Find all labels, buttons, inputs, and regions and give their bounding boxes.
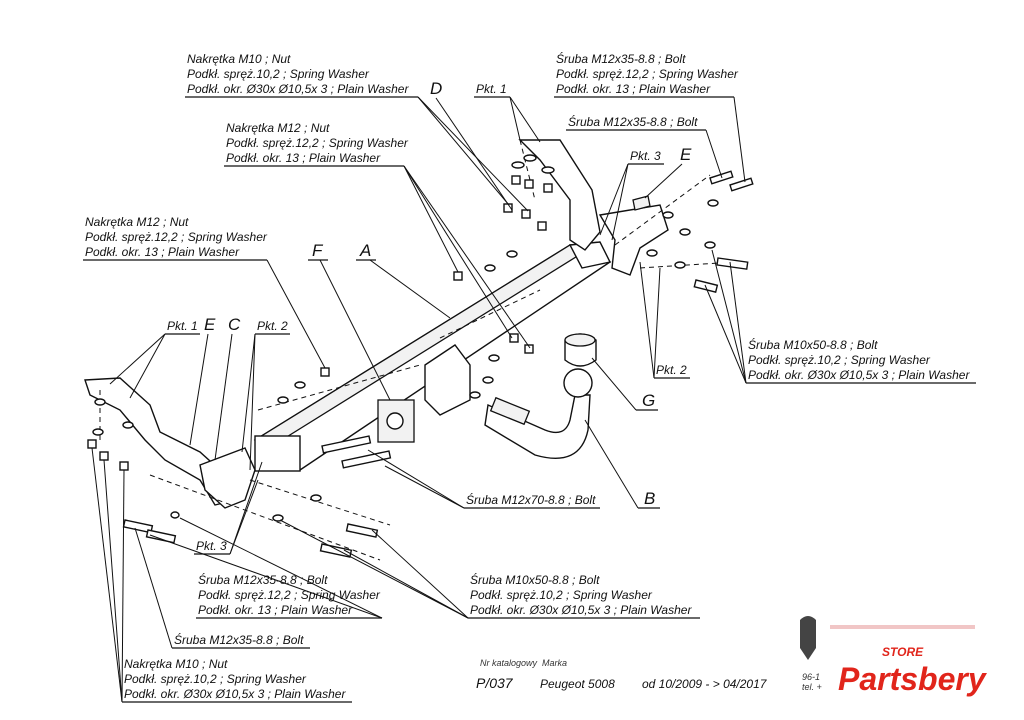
pkt-1-top: Pkt. 1 bbox=[476, 82, 507, 96]
callout-bottom-left-bolt-single: Śruba M12x35-8.8 ; Bolt bbox=[134, 527, 310, 649]
towball-arm-B bbox=[484, 394, 591, 459]
crossbar-end-left bbox=[254, 435, 301, 472]
brand-value: Peugeot 5008 bbox=[540, 677, 615, 691]
pkt-2-left: Pkt. 2 bbox=[257, 319, 288, 333]
callout-top-left-nut-m10: Nakrętka M10 ; Nut Podkł. spręż.10,2 ; S… bbox=[185, 52, 529, 212]
callout-line-1: Nakrętka M12 ; Nut bbox=[226, 121, 330, 135]
callout-line-1: Nakrętka M12 ; Nut bbox=[85, 215, 189, 229]
letter-B: B bbox=[644, 489, 655, 508]
callout-line-3: Podkł. okr. Ø30x Ø10,5x 3 ; Plain Washer bbox=[124, 687, 346, 701]
logo-store-text: STORE bbox=[882, 645, 924, 659]
letter-G: G bbox=[642, 391, 655, 410]
callout-line-2: Podkł. spręż.10,2 ; Spring Washer bbox=[124, 672, 307, 686]
callout-line-2: Podkł. spręż.12,2 ; Spring Washer bbox=[85, 230, 268, 244]
bolt-m12x35-right-2 bbox=[729, 177, 754, 192]
callout-line-1: Śruba M12x35-8.8 ; Bolt bbox=[568, 114, 698, 129]
towball bbox=[563, 368, 593, 398]
right-small-plate-E bbox=[632, 195, 651, 211]
callout-line-3: Podkł. okr. Ø30x Ø10,5x 3 ; Plain Washer bbox=[470, 603, 692, 617]
letter-E-left: E bbox=[204, 315, 216, 334]
date-range: od 10/2009 - > 04/2017 bbox=[642, 677, 768, 691]
letter-D: D bbox=[430, 79, 442, 98]
callout-line-3: Podkł. okr. 13 ; Plain Washer bbox=[556, 82, 711, 96]
callout-line-1: Nakrętka M10 ; Nut bbox=[187, 52, 291, 66]
drawing bbox=[84, 139, 754, 561]
letter-F: F bbox=[312, 241, 324, 260]
pkt-3-top: Pkt. 3 bbox=[630, 149, 661, 163]
socket-hole bbox=[386, 412, 404, 430]
bolt-m12x35-left-1 bbox=[122, 519, 154, 534]
letter-C: C bbox=[228, 315, 241, 334]
callout-line-3: Podkł. okr. Ø30x Ø10,5x 3 ; Plain Washer bbox=[187, 82, 409, 96]
callout-line-2: Podkł. spręż.12,2 ; Spring Washer bbox=[226, 136, 409, 150]
towbar-logo-icon bbox=[800, 616, 816, 660]
callout-line-2: Podkł. spręż.10,2 ; Spring Washer bbox=[187, 67, 370, 81]
callout-line-1: Nakrętka M10 ; Nut bbox=[124, 657, 228, 671]
callout-bottom-left-bolt-m12: Śruba M12x35-8.8 ; Bolt Podkł. spręż.12,… bbox=[149, 517, 383, 619]
callout-top-mid-nut-m12: Nakrętka M12 ; Nut Podkł. spręż.12,2 ; S… bbox=[224, 121, 531, 349]
callout-line-1: Śruba M12x70-8.8 ; Bolt bbox=[466, 492, 596, 507]
left-mount-plate bbox=[199, 447, 256, 509]
letter-E-right: E bbox=[680, 145, 692, 164]
bolt-m12x70-1 bbox=[321, 435, 372, 454]
callout-center-bolt-m12x70: Śruba M12x70-8.8 ; Bolt bbox=[367, 449, 600, 509]
pkt-2-right: Pkt. 2 bbox=[656, 363, 687, 377]
callout-line-3: Podkł. okr. 13 ; Plain Washer bbox=[226, 151, 381, 165]
callout-line-1: Śruba M10x50-8.8 ; Bolt bbox=[470, 572, 600, 587]
catalog-number: P/037 bbox=[476, 675, 514, 691]
callout-right-bolt-single: Śruba M12x35-8.8 ; Bolt bbox=[566, 114, 723, 179]
callout-top-right-bolt: Śruba M12x35-8.8 ; Bolt Podkł. spręż.12,… bbox=[554, 51, 746, 183]
towball-neck bbox=[489, 396, 531, 426]
letter-A: A bbox=[359, 241, 371, 260]
callout-bottom-mid-bolt-m10: Śruba M10x50-8.8 ; Bolt Podkł. spręż.10,… bbox=[279, 519, 700, 619]
callout-line-2: Podkł. spręż.10,2 ; Spring Washer bbox=[748, 353, 931, 367]
pkt-3-bottom: Pkt. 3 bbox=[196, 539, 227, 553]
callout-line-3: Podkł. okr. 13 ; Plain Washer bbox=[85, 245, 240, 259]
callout-left-nut-m12: Nakrętka M12 ; Nut Podkł. spręż.12,2 ; S… bbox=[83, 215, 326, 369]
crossbar-A-top bbox=[254, 241, 601, 441]
pkt-1-left: Pkt. 1 bbox=[167, 319, 198, 333]
title-block: Nr katalogowy Marka P/037 Peugeot 5008 o… bbox=[476, 658, 822, 692]
bolt-m12x35-left-2 bbox=[145, 529, 177, 544]
washers-and-nuts bbox=[87, 154, 719, 522]
callout-right-bolt-m10: Śruba M10x50-8.8 ; Bolt Podkł. spręż.10,… bbox=[704, 249, 976, 384]
catalog-number-label: Nr katalogowy bbox=[480, 658, 538, 668]
bolt-m12x70-2 bbox=[341, 450, 392, 469]
faded-banner bbox=[830, 625, 975, 629]
brand-label: Marka bbox=[542, 658, 567, 668]
callout-line-3: Podkł. okr. Ø30x Ø10,5x 3 ; Plain Washer bbox=[748, 368, 970, 382]
callout-bottom-left-nut-m10: Nakrętka M10 ; Nut Podkł. spręż.10,2 ; S… bbox=[91, 447, 352, 703]
callout-line-1: Śruba M10x50-8.8 ; Bolt bbox=[748, 337, 878, 352]
tel-fragment-2: tel. + bbox=[802, 682, 822, 692]
callout-line-2: Podkł. spręż.12,2 ; Spring Washer bbox=[556, 67, 739, 81]
part-letters: D E F A E C G B bbox=[189, 79, 692, 509]
callout-line-1: Śruba M12x35-8.8 ; Bolt bbox=[198, 572, 328, 587]
tel-fragment-1: 96-1 bbox=[802, 672, 820, 682]
logo-brand-text: Partsbery bbox=[838, 661, 988, 697]
callout-line-1: Śruba M12x35-8.8 ; Bolt bbox=[556, 51, 686, 66]
ball-mount-bracket-F bbox=[424, 344, 471, 416]
callout-line-3: Podkł. okr. 13 ; Plain Washer bbox=[198, 603, 353, 617]
partsbery-logo: STORE Partsbery bbox=[800, 616, 988, 697]
pkt-labels: Pkt. 1 Pkt. 3 Pkt. 1 Pkt. 2 Pkt. 2 Pkt. … bbox=[109, 82, 690, 555]
right-mount-plate bbox=[598, 204, 669, 276]
bolt-m10x50-right-1 bbox=[716, 257, 749, 270]
callout-line-1: Śruba M12x35-8.8 ; Bolt bbox=[174, 632, 304, 647]
callout-line-2: Podkł. spręż.10,2 ; Spring Washer bbox=[470, 588, 653, 602]
callout-line-2: Podkł. spręż.12,2 ; Spring Washer bbox=[198, 588, 381, 602]
